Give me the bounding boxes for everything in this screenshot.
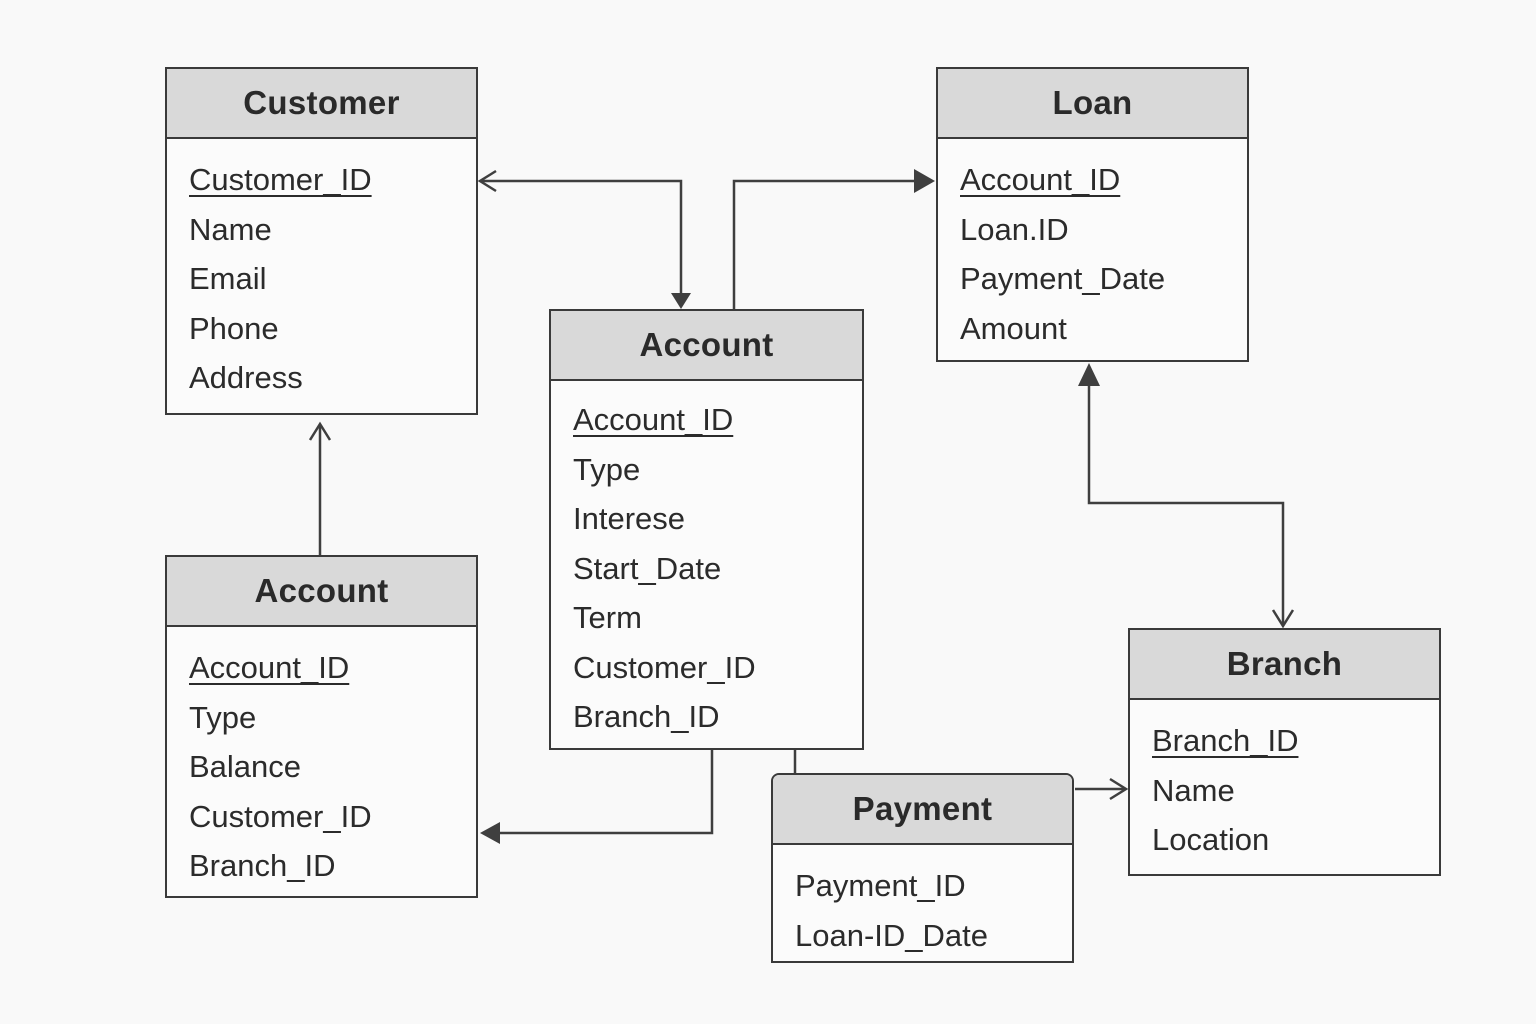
entity-title: Account <box>167 557 476 627</box>
attribute: Customer_ID <box>573 649 756 685</box>
attribute-primary-key: Customer_ID <box>189 162 372 197</box>
attribute: Payment_ID <box>795 868 966 903</box>
attribute: Amount <box>960 310 1067 346</box>
attribute: Name <box>1152 772 1235 808</box>
open-arrowhead-icon <box>308 421 332 441</box>
attribute: Loan-ID_Date <box>795 917 989 953</box>
attribute: Address <box>189 360 303 395</box>
attribute: Start_Date <box>573 550 722 586</box>
entity-title: Customer <box>167 69 476 139</box>
entity-account-center[interactable]: Account Account_ID Type Interese Start_D… <box>549 309 864 750</box>
attribute-primary-key: Account_ID <box>189 650 350 685</box>
attribute: Phone <box>189 310 279 346</box>
attribute: Balance <box>189 749 302 784</box>
entity-customer[interactable]: Customer Customer_ID Name Email Phone Ad… <box>165 67 478 415</box>
attribute-primary-key: Account_ID <box>960 162 1121 197</box>
entity-title: Loan <box>938 69 1247 139</box>
attribute: Interese <box>573 501 686 536</box>
attribute: Type <box>189 699 257 735</box>
attribute: Name <box>189 211 272 247</box>
attribute-primary-key: Branch_ID <box>1152 723 1299 758</box>
filled-arrowhead-icon <box>480 822 500 844</box>
attribute: Type <box>573 451 641 487</box>
open-arrowhead-icon <box>1271 609 1295 629</box>
attribute: Term <box>573 600 642 635</box>
attribute: Email <box>189 261 267 296</box>
entity-title: Payment <box>773 775 1072 845</box>
entity-title: Branch <box>1130 630 1439 700</box>
entity-payment[interactable]: Payment Payment_ID Loan-ID_Date <box>771 773 1074 963</box>
filled-arrowhead-icon <box>914 169 935 193</box>
open-arrowhead-icon <box>477 169 497 193</box>
entity-title: Account <box>551 311 862 381</box>
entity-loan[interactable]: Loan Account_ID Loan.ID Payment_Date Amo… <box>936 67 1249 362</box>
filled-arrowhead-icon <box>1078 363 1100 386</box>
attribute-primary-key: Account_ID <box>573 402 734 437</box>
attribute: Loan.ID <box>960 211 1069 247</box>
connector-account-center-account-left <box>500 750 714 835</box>
connector-account-center-loan <box>732 179 916 309</box>
attribute: Customer_ID <box>189 798 372 834</box>
entity-branch[interactable]: Branch Branch_ID Name Location <box>1128 628 1441 876</box>
filled-arrowhead-icon <box>671 293 691 309</box>
attribute: Branch_ID <box>189 848 336 883</box>
entity-account-left[interactable]: Account Account_ID Type Balance Customer… <box>165 555 478 898</box>
attribute: Payment_Date <box>960 261 1166 296</box>
attribute: Location <box>1152 822 1270 857</box>
connector-loan-branch <box>1087 385 1285 626</box>
open-arrowhead-icon <box>1109 777 1129 801</box>
connector-customer-account-center <box>480 179 683 300</box>
attribute: Branch_ID <box>573 699 720 734</box>
